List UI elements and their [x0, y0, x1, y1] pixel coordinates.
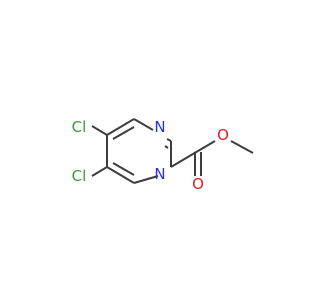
atom-cl4: Cl: [72, 167, 87, 185]
bond-n1-c2-inner: [164, 145, 169, 149]
bond-c6-n1: [133, 118, 154, 131]
bond-c4-c4a-inner: [112, 162, 135, 176]
atom-o-carbonyl: O: [192, 175, 204, 193]
bond-c2-ccarbonyl: [170, 150, 199, 168]
bond-c5-c6: [106, 118, 135, 136]
atom-n3: N: [154, 165, 165, 183]
atom-cl5: Cl: [72, 118, 87, 136]
molecule-diagram: Cl Cl N N O O: [72, 118, 254, 193]
bond-c5-cl5: [91, 125, 108, 136]
bond-c4-cl4: [91, 166, 108, 177]
bond-c4-c4a: [106, 166, 135, 184]
bond-n1-c2: [166, 138, 172, 142]
bond-ccarbonyl-oester: [197, 140, 216, 152]
bond-n3-c4: [133, 175, 159, 184]
bond-oester-cmethyl: [230, 140, 254, 154]
bond-c5-c6-inner: [112, 126, 135, 140]
atom-n1: N: [154, 118, 165, 136]
atom-o-ester: O: [217, 126, 229, 144]
